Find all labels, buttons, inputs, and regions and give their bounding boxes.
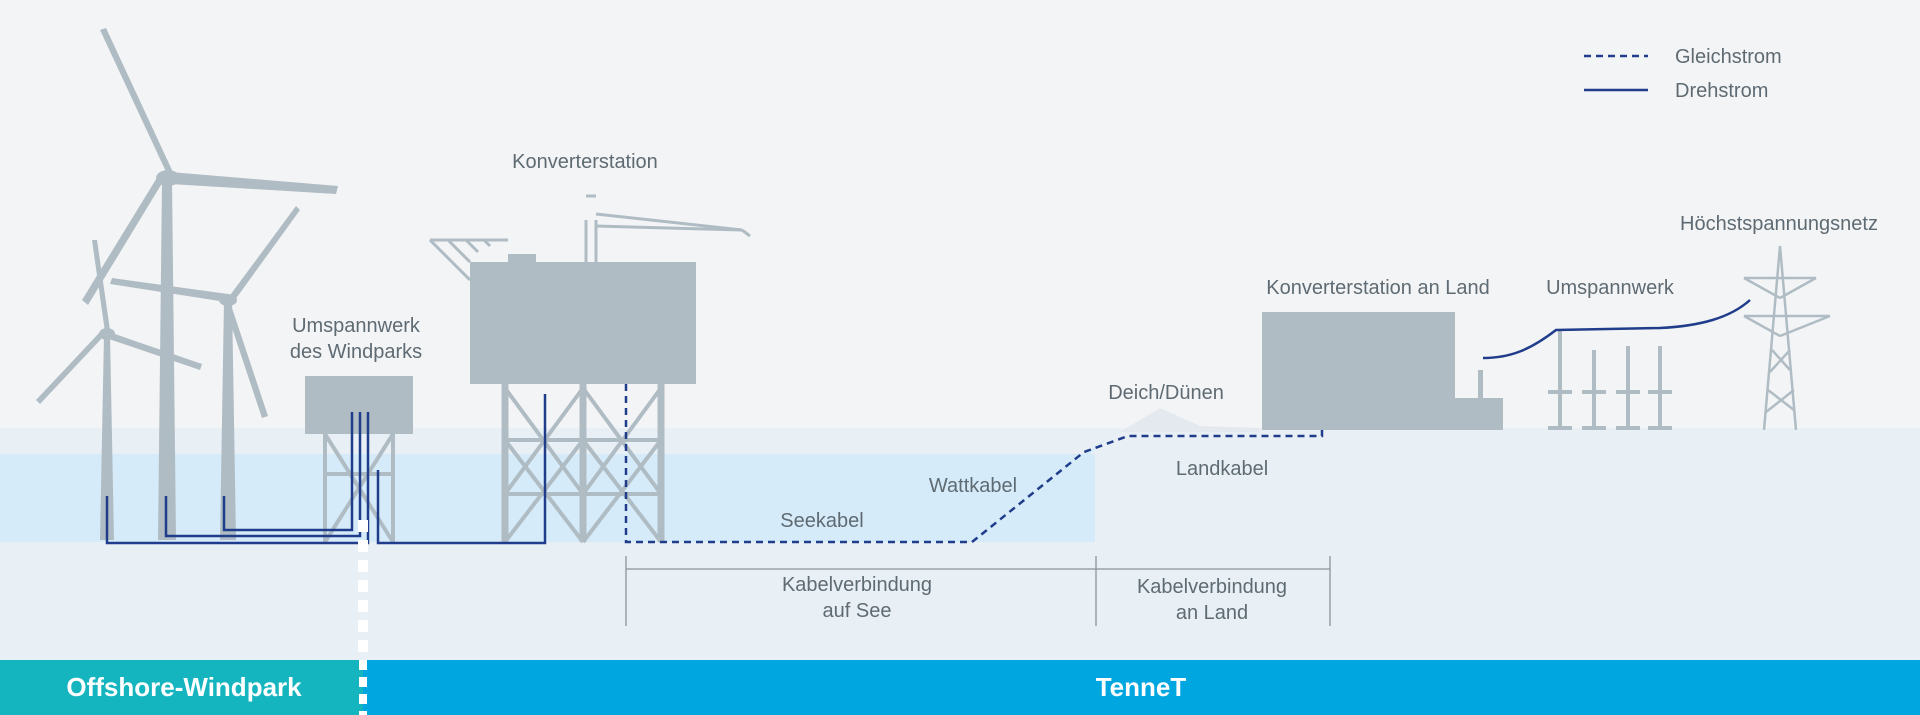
pylon-icon — [1743, 245, 1831, 431]
label-converter-onshore: Konverterstation an Land — [1266, 277, 1490, 299]
dike-dune — [1120, 408, 1260, 432]
offshore-band — [0, 660, 363, 715]
onshore-substation — [1548, 330, 1672, 430]
dim-land-label-2: an Land — [1176, 602, 1248, 624]
ac-cables — [105, 299, 1751, 545]
onshore-converter-building — [1262, 312, 1503, 430]
label-substation-windpark-1: Umspannwerk — [292, 315, 421, 337]
label-tidal-cable: Wattkabel — [929, 475, 1017, 497]
tennet-band — [363, 660, 1920, 715]
legend: Gleichstrom Drehstrom — [1584, 46, 1782, 102]
dc-cable — [624, 384, 1324, 544]
label-converter-offshore: Konverterstation — [512, 151, 658, 173]
label-grid: Höchstspannungsnetz — [1680, 213, 1878, 235]
legend-ac-label: Drehstrom — [1675, 80, 1768, 102]
band-tennet-label: TenneT — [1096, 672, 1187, 702]
dim-sea-label-1: Kabelverbindung — [782, 574, 932, 596]
dim-sea-label-2: auf See — [823, 600, 892, 622]
legend-dc-label: Gleichstrom — [1675, 46, 1782, 68]
wind-turbines — [36, 28, 338, 540]
label-land-cable: Landkabel — [1176, 458, 1268, 480]
label-substation: Umspannwerk — [1546, 277, 1675, 299]
label-sea-cable: Seekabel — [780, 510, 863, 532]
label-dike: Deich/Dünen — [1108, 382, 1224, 404]
wind-turbine-icon — [36, 240, 202, 540]
dimension-lines — [625, 556, 1331, 626]
offshore-converter-platform — [428, 194, 751, 544]
dim-land-label-1: Kabelverbindung — [1137, 576, 1287, 598]
wind-turbine-icon — [110, 206, 300, 540]
wind-turbine-icon — [82, 28, 338, 540]
band-offshore-label: Offshore-Windpark — [66, 672, 302, 702]
label-substation-windpark-2: des Windparks — [290, 341, 422, 363]
